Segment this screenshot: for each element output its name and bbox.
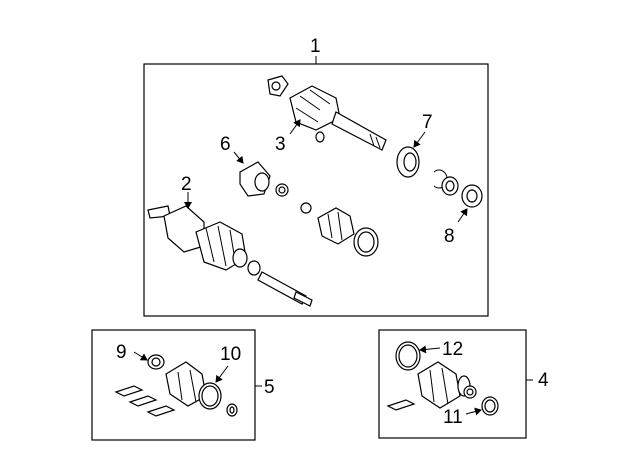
snap-ring-icon: [226, 403, 238, 417]
grease-pack-icon: [386, 399, 416, 411]
callout-1: 1: [310, 36, 321, 57]
drive-axle-shaft-icon: [147, 205, 313, 307]
leader-9: [133, 351, 148, 361]
inner-boot-kit-box: [378, 329, 527, 439]
grease-pack-icon: [114, 385, 176, 417]
leader-7: [413, 131, 426, 148]
bearing-icon: [396, 146, 420, 178]
boot-clamp-icon: [395, 341, 421, 371]
snap-ring-icon: [463, 385, 477, 399]
callout-7: 7: [422, 112, 433, 133]
cv-boot-icon: [165, 361, 207, 407]
leader-12: [419, 345, 441, 354]
callout-11: 11: [443, 407, 463, 428]
outer-boot-kit-box: [91, 329, 256, 441]
leader-6: [233, 151, 244, 164]
callout-3: 3: [275, 134, 286, 155]
dynamic-damper-icon: [239, 161, 289, 197]
inner-cv-joint-icon: [267, 75, 387, 151]
callout-8: 8: [444, 226, 455, 247]
callout-4: 4: [538, 370, 549, 391]
callout-6: 6: [220, 134, 231, 155]
leader-10: [215, 365, 229, 383]
cv-boot-icon: [417, 361, 471, 409]
callout-12: 12: [442, 339, 463, 360]
leader-3: [289, 119, 301, 135]
callout-10: 10: [220, 344, 241, 365]
callout-9: 9: [116, 342, 127, 363]
callout-5: 5: [264, 377, 275, 398]
leader-8: [457, 208, 468, 223]
callout-2: 2: [181, 174, 192, 195]
snap-ring-icon: [433, 169, 483, 208]
boot-clamp-icon: [481, 396, 499, 416]
boot-clamp-icon: [198, 382, 222, 410]
cv-boot-icon: [300, 202, 379, 257]
boot-clamp-icon: [147, 354, 165, 370]
leader-11: [465, 407, 482, 416]
